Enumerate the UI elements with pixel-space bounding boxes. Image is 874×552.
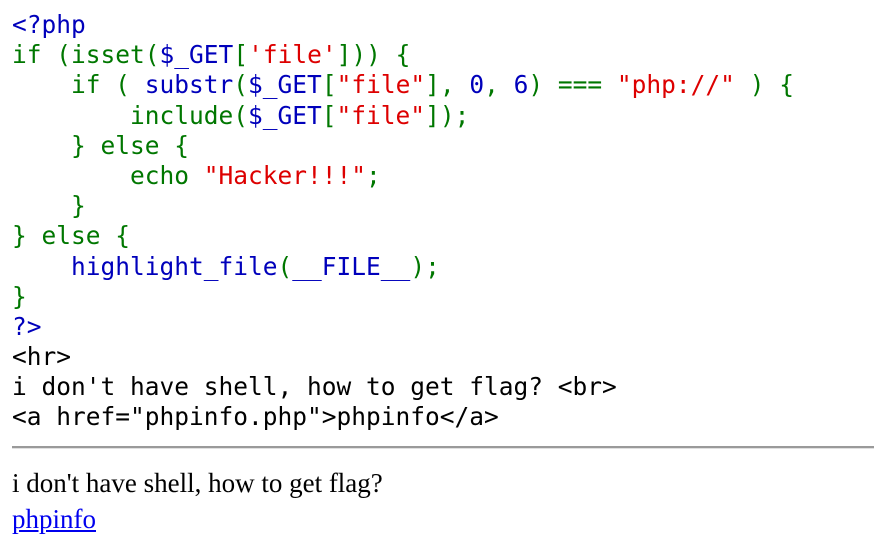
code-token: <hr> [12, 342, 72, 372]
code-token: ( [144, 40, 160, 70]
code-line: include($_GET["file"]); [12, 101, 862, 131]
code-token: ( [277, 251, 293, 281]
code-token: [ [321, 100, 337, 130]
code-token: ); [410, 251, 440, 281]
code-token: i don't have shell, how to get flag? <br… [12, 372, 617, 402]
code-token: } [12, 191, 86, 221]
code-token: ( [233, 70, 249, 100]
code-token: include( [12, 100, 249, 130]
code-line: echo "Hacker!!!"; [12, 161, 862, 191]
code-line: } else { [12, 131, 862, 161]
code-line: } else { [12, 221, 862, 251]
code-token: echo [12, 160, 204, 190]
code-token: <?php [12, 10, 86, 39]
code-token: ) { [734, 70, 794, 100]
code-line: <?php [12, 10, 862, 40]
code-token: isset [71, 40, 145, 70]
code-line: } [12, 191, 862, 221]
code-token: $_GET [248, 70, 322, 100]
code-token: ; [366, 160, 381, 190]
code-token: } else { [12, 221, 131, 251]
code-line: if ( substr($_GET["file"], 0, 6) === "ph… [12, 70, 862, 100]
page-message: i don't have shell, how to get flag? [12, 468, 383, 498]
code-token: ], [425, 70, 470, 100]
code-token: ]); [425, 100, 470, 130]
code-token: ?> [12, 311, 42, 341]
code-token: [ [233, 40, 249, 70]
code-token: __FILE__ [292, 251, 411, 281]
code-token: } else { [12, 130, 190, 160]
code-line: if (isset($_GET['file'])) { [12, 40, 862, 70]
code-token: , [484, 70, 514, 100]
code-token: <a href="phpinfo.php">phpinfo</a> [12, 402, 499, 432]
code-token: highlight_file [71, 251, 278, 281]
code-token: "Hacker!!!" [203, 160, 367, 190]
code-token: ) === [528, 70, 617, 100]
code-token: } [12, 281, 27, 311]
code-token: substr [144, 70, 234, 100]
code-token: if ( [12, 70, 145, 100]
code-token: ])) { [336, 40, 411, 70]
phpinfo-link[interactable]: phpinfo [12, 504, 96, 534]
code-token: $_GET [248, 100, 322, 130]
code-line: highlight_file(__FILE__); [12, 252, 862, 282]
code-line: <a href="phpinfo.php">phpinfo</a> [12, 402, 862, 432]
code-token [12, 252, 71, 281]
code-line: } [12, 282, 862, 312]
code-token: "file" [336, 70, 426, 100]
code-token: 'file' [248, 40, 337, 70]
code-token: 0 [469, 70, 485, 100]
code-token: [ [321, 70, 337, 100]
code-token: 6 [513, 70, 529, 100]
code-token: "file" [336, 100, 426, 130]
horizontal-rule [12, 446, 874, 449]
code-token: "php://" [616, 70, 735, 100]
code-token: $_GET [159, 40, 234, 70]
code-token: if ( [12, 40, 72, 70]
code-line: i don't have shell, how to get flag? <br… [12, 372, 862, 402]
code-line: ?> [12, 312, 862, 342]
code-line: <hr> [12, 342, 862, 372]
